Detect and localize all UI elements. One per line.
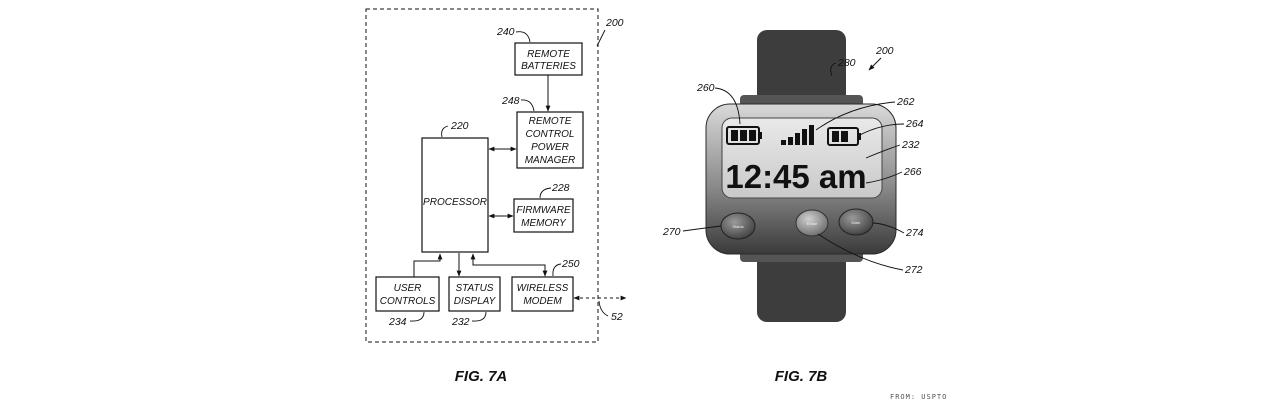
left-button-ref: 270: [662, 226, 681, 238]
system-ref-7b-arrow: [868, 57, 882, 71]
source-credit: FROM: USPTO: [890, 393, 947, 401]
fig-7b-caption: FIG. 7B: [775, 368, 828, 385]
time-display-leader: [865, 171, 903, 184]
network-ref: 52: [611, 311, 623, 323]
user-controls-ref: 234: [388, 316, 407, 328]
system-ref-7b: 200: [875, 45, 894, 57]
signal-icon-ref: 262: [896, 96, 915, 108]
power-manager-line1: REMOTE: [529, 116, 572, 127]
signal-icon-leader: [815, 101, 896, 131]
wireless-modem-line1: WIRELESS: [517, 283, 569, 294]
time-display: 12:45 am: [725, 158, 866, 195]
middle-button-label: Erase: [807, 221, 818, 226]
status-display-line2: DISPLAY: [454, 296, 497, 307]
status-display-block: [448, 276, 501, 312]
power-manager-block: [516, 111, 584, 169]
user-controls-line1: USER: [394, 283, 422, 294]
power-manager-line4: MANAGER: [525, 155, 576, 166]
remote-battery-icon-ref: 264: [905, 118, 924, 130]
remote-batteries-line1: REMOTE: [527, 49, 570, 60]
middle-button-leader: [817, 233, 904, 271]
status-display-line1: STATUS: [456, 283, 494, 294]
wireless-modem-line2: MODEM: [523, 296, 562, 307]
right-button-ref: 274: [905, 227, 924, 239]
right-button-label: Mark: [852, 220, 861, 225]
power-manager-leader: [520, 99, 535, 112]
wireless-modem-leader: [552, 263, 562, 277]
band-leader: [830, 62, 837, 77]
firmware-memory-ref: 228: [551, 182, 570, 194]
left-button-label: Status: [732, 224, 743, 229]
battery-icon-leader: [714, 87, 741, 125]
remote-batteries-block: [514, 42, 583, 76]
processor-modem-arrow: [470, 253, 548, 277]
remote-battery-icon: [827, 127, 861, 146]
status-display-leader: [471, 311, 487, 322]
fig-7a-caption: FIG. 7A: [455, 368, 508, 385]
processor-block: [421, 137, 489, 253]
processor-ref: 220: [450, 120, 469, 132]
time-display-ref: 266: [903, 166, 922, 178]
left-button-leader: [682, 225, 722, 232]
middle-button-ref: 272: [904, 264, 923, 276]
battery-icon-ref: 260: [696, 82, 715, 94]
status-display-ref: 232: [451, 316, 470, 328]
firmware-memory-block: [513, 198, 574, 233]
wireless-modem-block: [511, 276, 574, 312]
processor-label: PROCESSOR: [423, 197, 487, 208]
middle-button[interactable]: [795, 209, 829, 237]
processor-leader: [441, 125, 449, 138]
user-controls-line2: CONTROLS: [380, 296, 436, 307]
network-leader: [598, 300, 609, 317]
power-manager-line2: CONTROL: [526, 129, 575, 140]
signal-icon: [781, 125, 814, 145]
wireless-modem-ref: 250: [561, 258, 580, 270]
fig-7a-block-diagram: 200 REMOTE BATTERIES 240 REMOTE CONTROL …: [365, 8, 627, 385]
user-controls-to-processor-arrow: [413, 253, 443, 277]
band-ref: 280: [837, 57, 856, 69]
right-button[interactable]: [838, 208, 874, 236]
display-leader: [865, 144, 901, 159]
display-ref: 232: [901, 139, 920, 151]
battery-icon: [726, 126, 762, 145]
user-controls-leader: [409, 311, 425, 322]
power-manager-line3: POWER: [531, 142, 569, 153]
remote-battery-icon-leader: [857, 123, 905, 137]
system-ref: 200: [605, 17, 624, 29]
firmware-memory-line1: FIRMWARE: [516, 205, 571, 216]
firmware-memory-leader: [539, 187, 552, 199]
remote-batteries-ref: 240: [496, 26, 515, 38]
remote-batteries-line2: BATTERIES: [521, 61, 576, 72]
firmware-memory-line2: MEMORY: [521, 218, 567, 229]
fig-7b-watch-drawing: 12:45 am Status Erase Mark 200 280 260 2…: [662, 30, 924, 385]
right-button-leader: [872, 222, 905, 234]
power-manager-ref: 248: [501, 95, 520, 107]
system-ref-leader: [596, 29, 606, 47]
watch-band-top: [757, 30, 846, 110]
user-controls-block: [375, 276, 440, 312]
remote-batteries-leader: [515, 31, 531, 43]
watch-band-bottom: [757, 250, 846, 322]
system-boundary: [365, 8, 599, 343]
